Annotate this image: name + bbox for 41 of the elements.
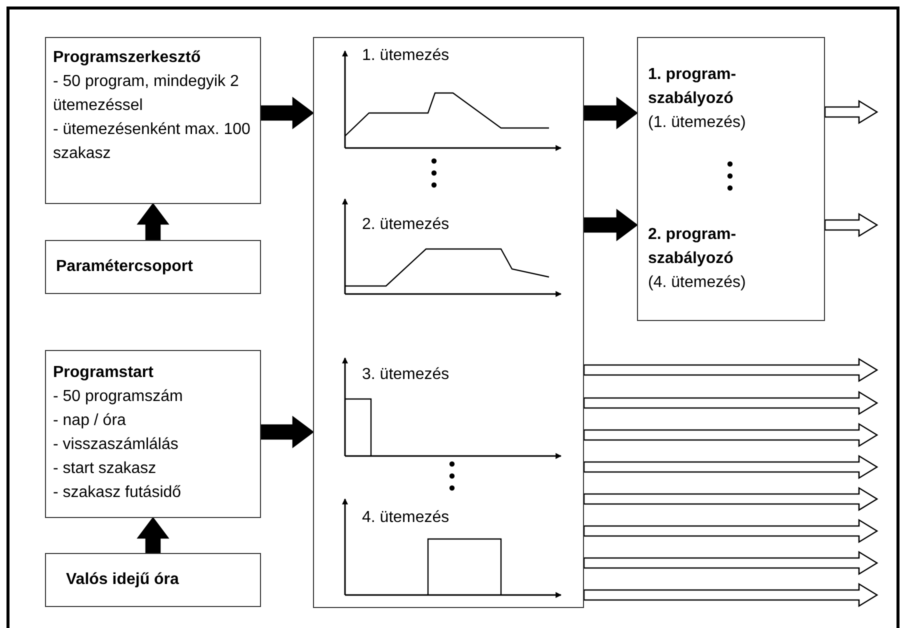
schedule-panel (313, 37, 584, 608)
graph-title: 2. ütemezés (362, 215, 450, 235)
schedule-note: (4. ütemezés) (648, 273, 746, 293)
block-arrow (260, 96, 314, 130)
hollow-arrow (583, 454, 878, 480)
graph-title: 1. ütemezés (362, 46, 450, 66)
hollow-arrow (824, 100, 878, 124)
box-heading: Valós idejű óra (66, 570, 180, 590)
process-box (45, 240, 261, 294)
list-item: - szakasz futásidő (53, 483, 182, 503)
hollow-arrow (583, 358, 878, 382)
block-arrow (136, 202, 170, 241)
box-heading: Programszerkesztő (53, 48, 202, 68)
list-item: - 50 program, mindegyik 2 ütemezéssel (53, 72, 240, 116)
controller-title: 1. program- szabályozó (648, 65, 738, 109)
process-box (45, 350, 261, 518)
controller-title: 2. program- szabályozó (648, 225, 738, 269)
box-heading: Paramétercsoport (56, 257, 194, 277)
block-arrow (583, 96, 638, 130)
list-item: - visszaszámlálás (53, 435, 180, 455)
hollow-arrow (583, 518, 878, 544)
hollow-arrow (583, 550, 878, 576)
process-box (45, 553, 261, 607)
schedule-note: (1. ütemezés) (648, 113, 746, 133)
list-item: - ütemezésenként max. 100 szakasz (53, 120, 252, 164)
block-arrow (260, 416, 314, 448)
block-arrow (136, 516, 170, 554)
hollow-arrow (824, 212, 878, 238)
hollow-arrow (583, 390, 878, 416)
process-box (45, 37, 261, 204)
box-heading: Programstart (53, 363, 154, 383)
graph-title: 3. ütemezés (362, 365, 450, 385)
hollow-arrow (583, 486, 878, 512)
list-item: - nap / óra (53, 411, 127, 431)
hollow-arrow (583, 422, 878, 448)
hollow-arrow (583, 582, 878, 608)
list-item: - 50 programszám (53, 387, 184, 407)
list-item: - start szakasz (53, 459, 158, 479)
block-arrow (583, 208, 638, 242)
controller-box (637, 37, 825, 321)
graph-title: 4. ütemezés (362, 508, 450, 528)
